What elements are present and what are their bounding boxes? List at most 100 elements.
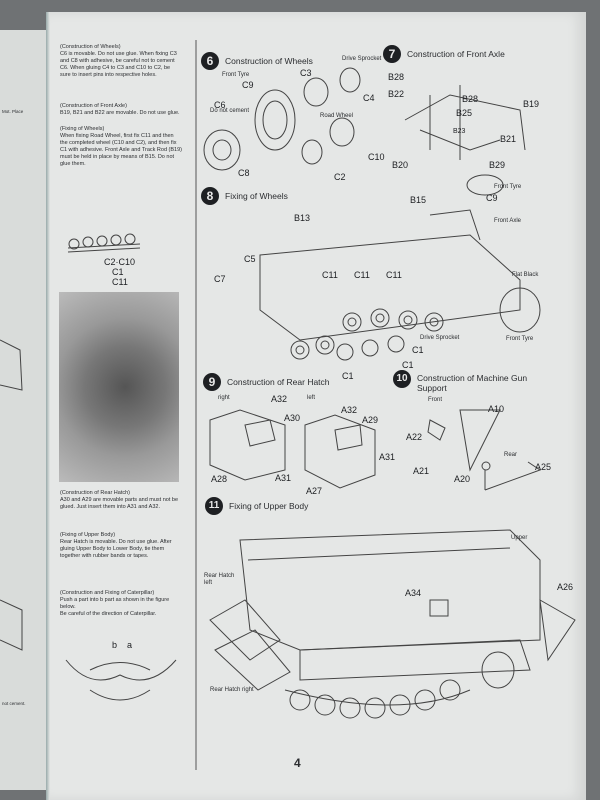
caterpillar-instruction: (Construction and Fixing of Caterpillar)… xyxy=(60,590,182,618)
part-A29: A29 xyxy=(362,415,379,425)
fixing-wheels-instruction: (Fixing of Wheels) When fixing Road Whee… xyxy=(60,126,182,168)
front-axle-instruction-title: (Construction of Front Axle) xyxy=(60,103,127,109)
step-10-number: 10 xyxy=(393,370,411,388)
step8-front-tyre-2: Front Tyre xyxy=(506,336,534,342)
step6-road-wheel: Road Wheel xyxy=(320,113,354,119)
part-B21: B21 xyxy=(500,134,517,144)
step-6-number: 6 xyxy=(201,52,219,70)
step-7-title: Construction of Front Axle xyxy=(407,49,505,59)
step11-rear-hatch-right: Rear Hatch right xyxy=(210,687,254,693)
part-A22: A22 xyxy=(406,432,423,442)
step-11-number: 11 xyxy=(205,497,223,515)
part-A32-a: A32 xyxy=(271,394,288,404)
part-C5: C5 xyxy=(244,254,256,264)
part-C7: C7 xyxy=(214,274,226,284)
left-page-top-label: Mot. Place xyxy=(2,109,24,114)
part-C1-b: C1 xyxy=(402,360,414,370)
side-label-c1: C1 xyxy=(112,267,124,277)
part-A31-a: A31 xyxy=(275,473,292,483)
part-C2: C2 xyxy=(334,172,346,182)
part-C9: C9 xyxy=(242,80,254,90)
part-B23: B23 xyxy=(453,128,466,135)
fixing-wheels-instruction-text: When fixing Road Wheel, first fix C11 an… xyxy=(60,133,182,167)
fixing-wheels-instruction-title: (Fixing of Wheels) xyxy=(60,126,105,132)
step6-drive-sprocket: Drive Sprocket xyxy=(342,56,382,62)
upper-body-instruction-text: Rear Hatch is movable. Do not use glue. … xyxy=(60,539,172,559)
part-C11-c: C11 xyxy=(386,270,402,280)
page-fold xyxy=(46,12,50,800)
left-page-edge xyxy=(0,30,48,790)
part-C6: C6 xyxy=(214,100,226,110)
part-A25: A25 xyxy=(535,462,552,472)
part-A21: A21 xyxy=(413,466,430,476)
part-B22: B22 xyxy=(388,89,405,99)
wheels-instruction-text: C6 is movable. Do not use glue. When fix… xyxy=(60,51,177,78)
step-6-title: Construction of Wheels xyxy=(225,56,313,66)
part-C1-c: C1 xyxy=(342,371,354,381)
part-C9-step8: C9 xyxy=(486,193,498,203)
part-C1-a: C1 xyxy=(412,345,424,355)
part-A28: A28 xyxy=(211,474,228,484)
part-C11-a: C11 xyxy=(322,270,338,280)
reference-photo xyxy=(59,292,179,482)
upper-body-instruction: (Fixing of Upper Body) Rear Hatch is mov… xyxy=(60,532,182,560)
part-A30: A30 xyxy=(284,413,301,423)
step8-front-axle: Front Axle xyxy=(494,218,522,224)
wheels-instruction-title: (Construction of Wheels) xyxy=(60,44,121,50)
part-B28-a: B28 xyxy=(388,72,405,82)
part-A27: A27 xyxy=(306,486,323,496)
step8-front-tyre: Front Tyre xyxy=(494,184,522,190)
part-C3: C3 xyxy=(300,68,312,78)
step11-rear-hatch-left: Rear Hatch left xyxy=(204,573,235,586)
part-C4: C4 xyxy=(363,93,375,103)
part-B15: B15 xyxy=(410,195,427,205)
step-8-title: Fixing of Wheels xyxy=(225,191,288,201)
step11-upper: Upper xyxy=(511,535,528,541)
part-A26: A26 xyxy=(557,582,574,592)
front-axle-instruction-text: B19, B21 and B22 are movable. Do not use… xyxy=(60,110,180,116)
caterpillar-instruction-title: (Construction and Fixing of Caterpillar) xyxy=(60,590,155,596)
page-number: 4 xyxy=(294,756,301,770)
step-9-title: Construction of Rear Hatch xyxy=(227,377,330,387)
caterpillar-instruction-note: Be careful of the direction of Caterpill… xyxy=(60,611,157,617)
step10-front: Front xyxy=(428,397,443,403)
part-B13: B13 xyxy=(294,213,311,223)
step-9-number: 9 xyxy=(203,373,221,391)
part-B19: B19 xyxy=(523,99,540,109)
part-B29: B29 xyxy=(489,160,506,170)
part-C11-b: C11 xyxy=(354,270,370,280)
left-page-bottom-label: not cement. xyxy=(2,701,26,706)
step6-front-tyre: Front Tyre xyxy=(222,72,250,78)
step-11-title: Fixing of Upper Body xyxy=(229,501,309,511)
rear-hatch-instruction-text: A30 and A29 are movable parts and must n… xyxy=(60,497,179,510)
part-B20: B20 xyxy=(392,160,409,170)
rear-hatch-instruction: (Construction of Rear Hatch) A30 and A29… xyxy=(60,490,182,511)
caterpillar-instruction-text: Push a part into b part as shown in the … xyxy=(60,597,170,610)
step-8-number: 8 xyxy=(201,187,219,205)
side-label-c2-c10: C2·C10 xyxy=(104,257,136,267)
part-A32-b: A32 xyxy=(341,405,358,415)
step9-right: right xyxy=(218,395,230,401)
step8-flat-black: Flat Black xyxy=(512,272,539,278)
front-axle-instruction: (Construction of Front Axle) B19, B21 an… xyxy=(60,103,182,117)
cat-label-a: a xyxy=(127,640,133,650)
part-A31-b: A31 xyxy=(379,452,396,462)
rear-hatch-instruction-title: (Construction of Rear Hatch) xyxy=(60,490,130,496)
part-B25: B25 xyxy=(456,108,473,118)
side-label-c11: C11 xyxy=(112,277,128,287)
part-A34: A34 xyxy=(405,588,422,598)
part-C8: C8 xyxy=(238,168,250,178)
step10-rear: Rear xyxy=(504,452,518,458)
part-A20: A20 xyxy=(454,474,471,484)
part-A10: A10 xyxy=(488,404,505,414)
step6-do-not-cement: Do not cement xyxy=(210,108,250,114)
step8-drive-sprocket: Drive Sprocket xyxy=(420,335,460,341)
upper-body-instruction-title: (Fixing of Upper Body) xyxy=(60,532,116,538)
part-C10: C10 xyxy=(368,152,385,162)
step-7-number: 7 xyxy=(383,45,401,63)
step9-left: left xyxy=(307,395,316,401)
part-B28-b: B28 xyxy=(462,94,479,104)
cat-label-b: b xyxy=(112,640,118,650)
